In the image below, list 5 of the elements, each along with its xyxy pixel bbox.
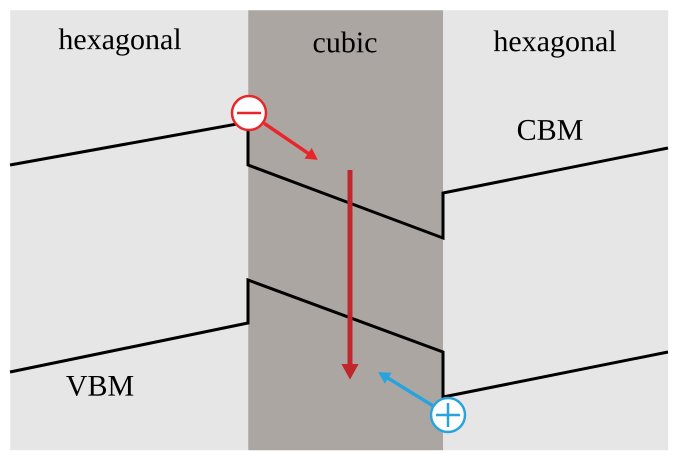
hole-circle [430, 396, 466, 434]
band-label: CBM [518, 120, 582, 140]
band-label: VBM [66, 376, 134, 396]
electron-circle [230, 94, 268, 132]
crystal-region: cubic [248, 10, 444, 450]
